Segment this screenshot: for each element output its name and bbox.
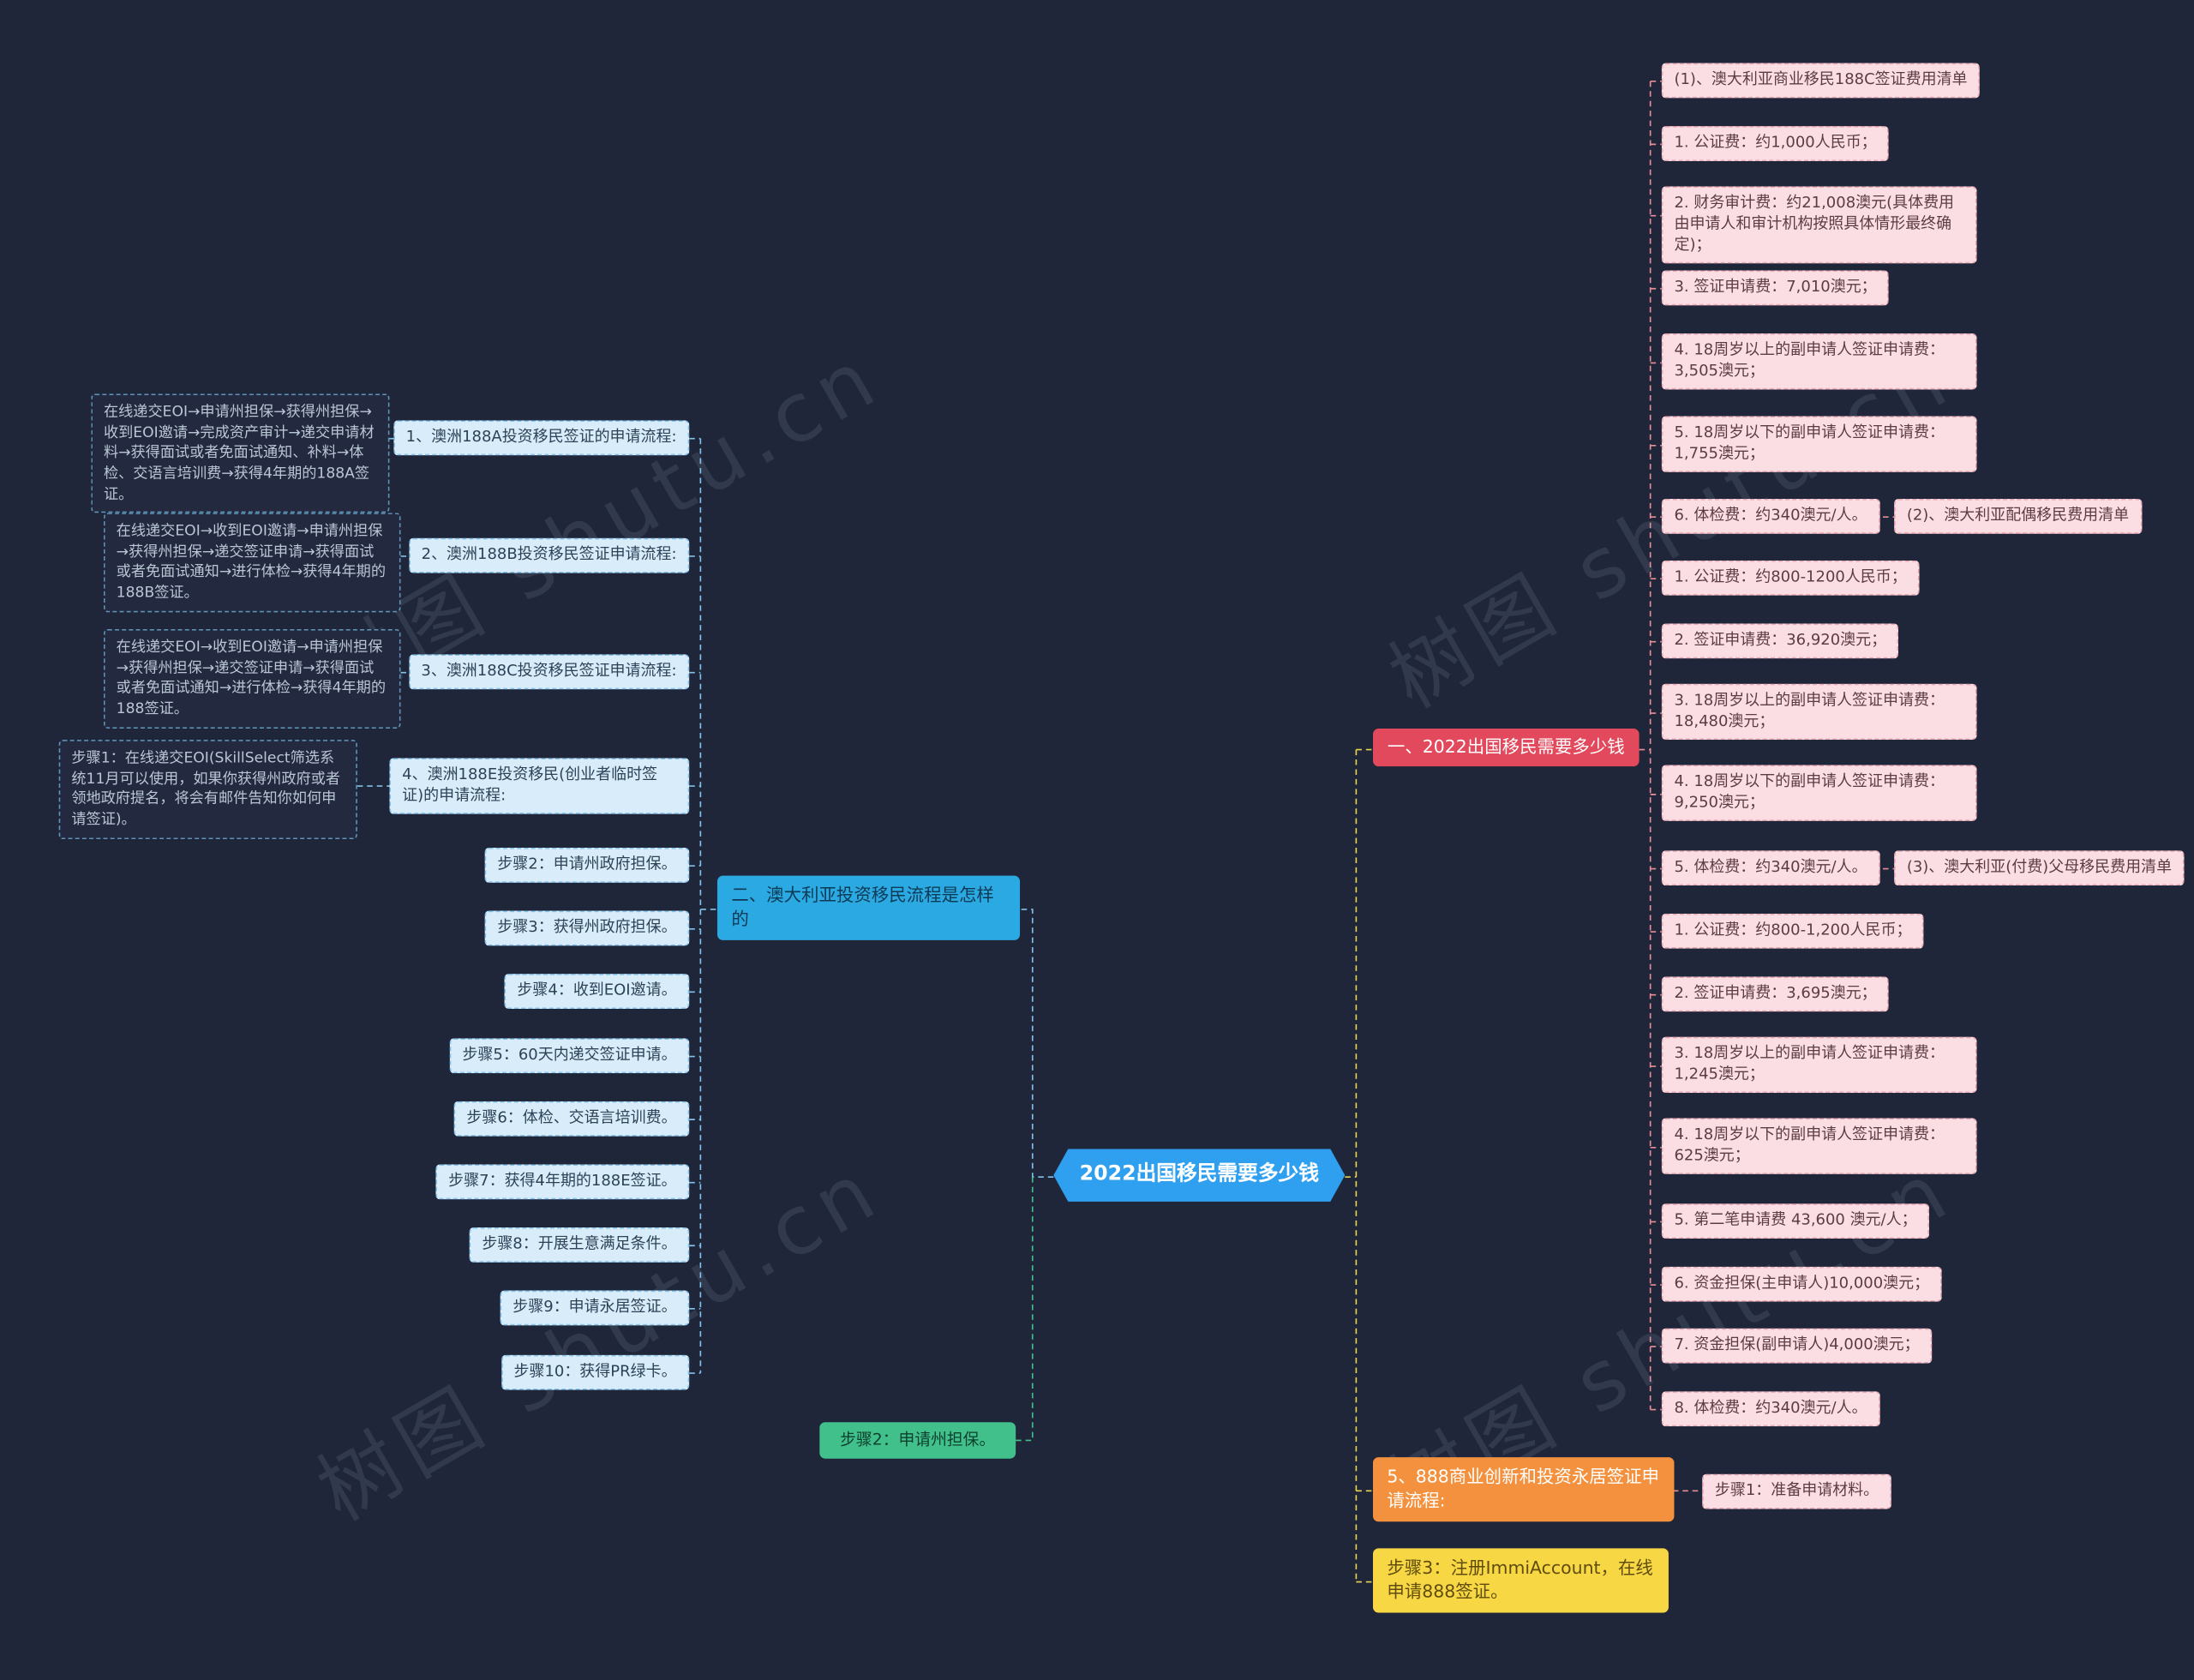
node-list3-item-4[interactable]: 4. 18周岁以下的副申请人签证申请费：625澳元； — [1661, 1118, 1977, 1174]
connector-green — [1016, 1177, 1034, 1442]
node-list1-item-3[interactable]: 3. 签证申请费：7,010澳元； — [1661, 270, 1890, 306]
node-list2-item-5[interactable]: 5. 体检费：约340澳元/人。 — [1661, 850, 1880, 885]
node-flow-188a[interactable]: 1、澳洲188A投资移民签证的申请流程: — [393, 420, 690, 456]
node-flow-188b[interactable]: 2、澳洲188B投资移民签证申请流程: — [408, 537, 690, 573]
node-list3-item-2[interactable]: 2. 签证申请费：3,695澳元； — [1661, 976, 1890, 1011]
node-step-9[interactable]: 步骤9：申请永居签证。 — [500, 1290, 690, 1326]
node-888-step-3[interactable]: 步骤3：注册ImmiAccount，在线申请888签证。 — [1373, 1548, 1669, 1613]
node-list1-item-2[interactable]: 2. 财务审计费：约21,008澳元(具体费用由申请人和审计机构按照具体情形最终… — [1661, 186, 1977, 263]
connector-yellow — [1345, 748, 1374, 1583]
node-step-4[interactable]: 步骤4：收到EOI邀请。 — [504, 974, 690, 1009]
node-list1-item-1[interactable]: 1. 公证费：约1,000人民币； — [1661, 126, 1890, 161]
node-flow-188a-detail[interactable]: 在线递交EOI→申请州担保→获得州担保→收到EOI邀请→完成资产审计→递交申请材… — [91, 393, 390, 514]
node-flow-188b-detail[interactable]: 在线递交EOI→收到EOI邀请→申请州担保→获得州担保→递交签证申请→获得面试或… — [103, 513, 401, 612]
node-flow-188e[interactable]: 4、澳洲188E投资移民(创业者临时签证)的申请流程: — [389, 758, 690, 814]
node-888-step-1[interactable]: 步骤1：准备申请材料。 — [1702, 1473, 1891, 1509]
node-state-sponsor-step[interactable]: 步骤2：申请州担保。 — [819, 1422, 1016, 1458]
node-list2-item-1[interactable]: 1. 公证费：约800-1200人民币； — [1661, 560, 1920, 596]
node-list3-item-1[interactable]: 1. 公证费：约800-1,200人民币； — [1661, 913, 1925, 949]
node-list3-item-8[interactable]: 8. 体检费：约340澳元/人。 — [1661, 1391, 1880, 1426]
node-list3-item-6[interactable]: 6. 资金担保(主申请人)10,000澳元； — [1661, 1266, 1942, 1302]
node-step-5[interactable]: 步骤5：60天内递交签证申请。 — [449, 1038, 690, 1073]
node-list1-item-5[interactable]: 5. 18周岁以下的副申请人签证申请费：1,755澳元； — [1661, 416, 1977, 472]
node-flow-188c-detail[interactable]: 在线递交EOI→收到EOI邀请→申请州担保→获得州担保→递交签证申请→获得面试或… — [103, 628, 401, 729]
node-step-6[interactable]: 步骤6：体检、交语言培训费。 — [453, 1101, 690, 1137]
branch-left-investment-process[interactable]: 二、澳大利亚投资移民流程是怎样的 — [716, 875, 1021, 940]
node-step-2[interactable]: 步骤2：申请州政府担保。 — [484, 847, 690, 883]
central-topic[interactable]: 2022出国移民需要多少钱 — [1053, 1149, 1346, 1202]
node-list2-item-3[interactable]: 3. 18周岁以上的副申请人签证申请费：18,480澳元； — [1661, 683, 1977, 740]
branch-right-cost[interactable]: 一、2022出国移民需要多少钱 — [1373, 729, 1640, 766]
node-list1-item-6[interactable]: 6. 体检费：约340澳元/人。 — [1661, 498, 1880, 534]
node-flow-188c[interactable]: 3、澳洲188C投资移民签证申请流程: — [408, 654, 690, 690]
node-step-7[interactable]: 步骤7：获得4年期的188E签证。 — [435, 1164, 690, 1200]
node-step-10[interactable]: 步骤10：获得PR绿卡。 — [501, 1354, 690, 1390]
node-list3-item-5[interactable]: 5. 第二笔申请费 43,600 澳元/人； — [1661, 1203, 1930, 1239]
node-list1-title[interactable]: (1)、澳大利亚商业移民188C签证费用清单 — [1661, 63, 1981, 99]
node-step-8[interactable]: 步骤8：开展生意满足条件。 — [469, 1227, 690, 1263]
node-flow-188e-step1[interactable]: 步骤1：在线递交EOI(SkillSelect筛选系统11月可以使用，如果你获得… — [58, 740, 357, 839]
node-list2-item-4[interactable]: 4. 18周岁以下的副申请人签证申请费：9,250澳元； — [1661, 765, 1977, 821]
node-list3-item-7[interactable]: 7. 资金担保(副申请人)4,000澳元； — [1661, 1328, 1933, 1364]
node-888-flow[interactable]: 5、888商业创新和投资永居签证申请流程: — [1373, 1457, 1675, 1521]
node-list3-item-3[interactable]: 3. 18周岁以上的副申请人签证申请费：1,245澳元； — [1661, 1036, 1977, 1093]
node-list2-title[interactable]: (2)、澳大利亚配偶移民费用清单 — [1894, 498, 2142, 534]
node-list2-item-2[interactable]: 2. 签证申请费：36,920澳元； — [1661, 623, 1899, 659]
node-step-3[interactable]: 步骤3：获得州政府担保。 — [484, 910, 690, 946]
node-list1-item-4[interactable]: 4. 18周岁以上的副申请人签证申请费：3,505澳元； — [1661, 333, 1977, 389]
node-list3-title[interactable]: (3)、澳大利亚(付费)父母移民费用清单 — [1894, 850, 2185, 885]
